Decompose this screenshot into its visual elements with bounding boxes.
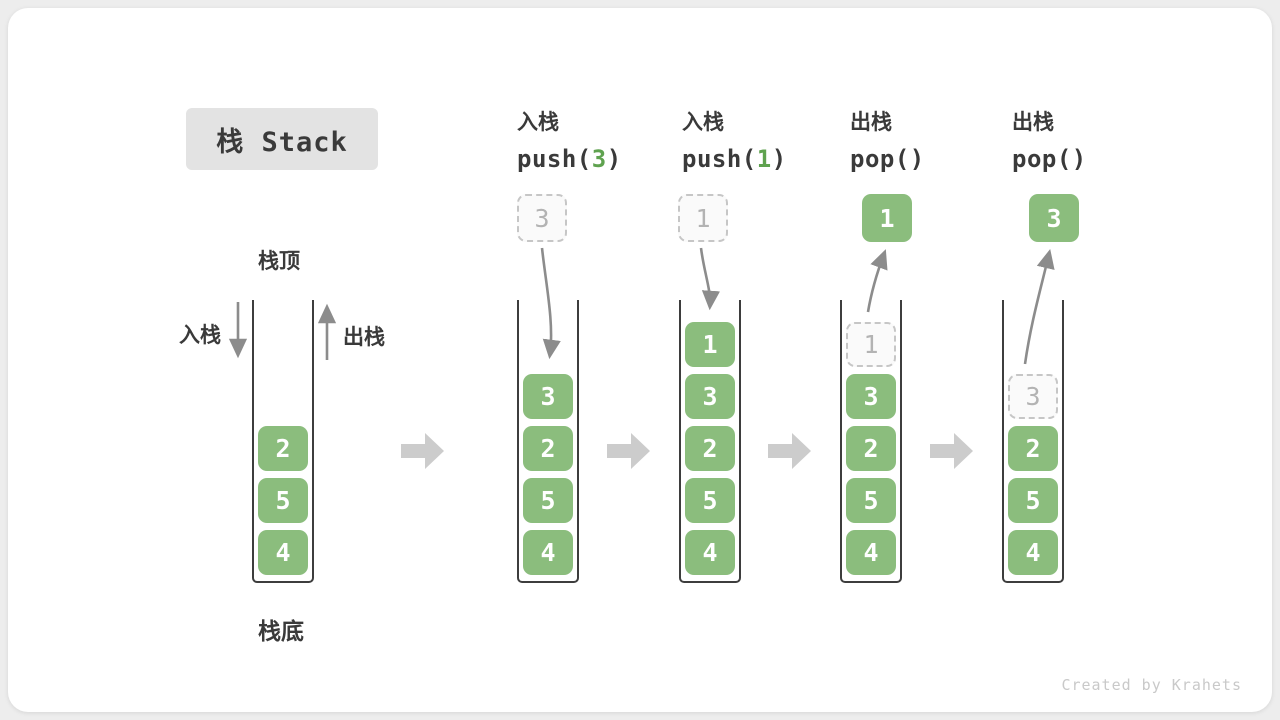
stack-cell: 2: [685, 426, 735, 471]
watermark: Created by Krahets: [1061, 676, 1242, 694]
stack-cell: 4: [523, 530, 573, 575]
popped-value-box: 3: [1029, 194, 1079, 242]
operation-code: push(1): [682, 145, 787, 173]
stack-column-push-1: 1 3 2 5 4: [679, 300, 741, 583]
stack-column-pop-1: 1 3 2 5 4: [840, 300, 902, 583]
stack-cell: 4: [1008, 530, 1058, 575]
operation-code: push(3): [517, 145, 622, 173]
popped-ghost-cell: 1: [846, 322, 896, 367]
stack-cell: 3: [846, 374, 896, 419]
operation-header-pop-3: 出栈 pop(): [1012, 106, 1087, 173]
stack-cell: 2: [846, 426, 896, 471]
operation-name-cn: 入栈: [517, 111, 559, 134]
operation-code: pop(): [850, 145, 925, 173]
stack-column-pop-3: 3 2 5 4: [1002, 300, 1064, 583]
operation-code: pop(): [1012, 145, 1087, 173]
stack-cell: 5: [258, 478, 308, 523]
operation-header-push-1: 入栈 push(1): [682, 106, 787, 173]
stack-cell: 5: [523, 478, 573, 523]
stack-top-label: 栈顶: [258, 249, 300, 273]
code-argument: 3: [591, 145, 607, 173]
stack-cell: 4: [846, 530, 896, 575]
diagram-title: 栈 Stack: [186, 108, 378, 170]
stack-cell: 5: [685, 478, 735, 523]
stack-cell: 2: [258, 426, 308, 471]
stack-cell: 1: [685, 322, 735, 367]
push-side-label: 入栈: [179, 323, 221, 347]
code-argument: 1: [756, 145, 772, 173]
stack-bottom-label: 栈底: [258, 619, 304, 645]
stack-cell: 2: [523, 426, 573, 471]
stack-cell: 3: [685, 374, 735, 419]
stack-cell: 4: [685, 530, 735, 575]
operation-name-cn: 出栈: [850, 111, 892, 134]
operation-name-cn: 出栈: [1012, 111, 1054, 134]
stack-cell: 5: [1008, 478, 1058, 523]
popped-ghost-cell: 3: [1008, 374, 1058, 419]
stack-cell: 5: [846, 478, 896, 523]
stack-cell: 4: [258, 530, 308, 575]
stack-column-push-3: 3 2 5 4: [517, 300, 579, 583]
stack-column-initial: 2 5 4: [252, 300, 314, 583]
stack-cell: 3: [523, 374, 573, 419]
pop-side-label: 出栈: [343, 325, 385, 349]
operation-name-cn: 入栈: [682, 111, 724, 134]
stack-cell: 2: [1008, 426, 1058, 471]
popped-value-box: 1: [862, 194, 912, 242]
incoming-value-box: 3: [517, 194, 567, 242]
operation-header-pop-1: 出栈 pop(): [850, 106, 925, 173]
incoming-value-box: 1: [678, 194, 728, 242]
operation-header-push-3: 入栈 push(3): [517, 106, 622, 173]
